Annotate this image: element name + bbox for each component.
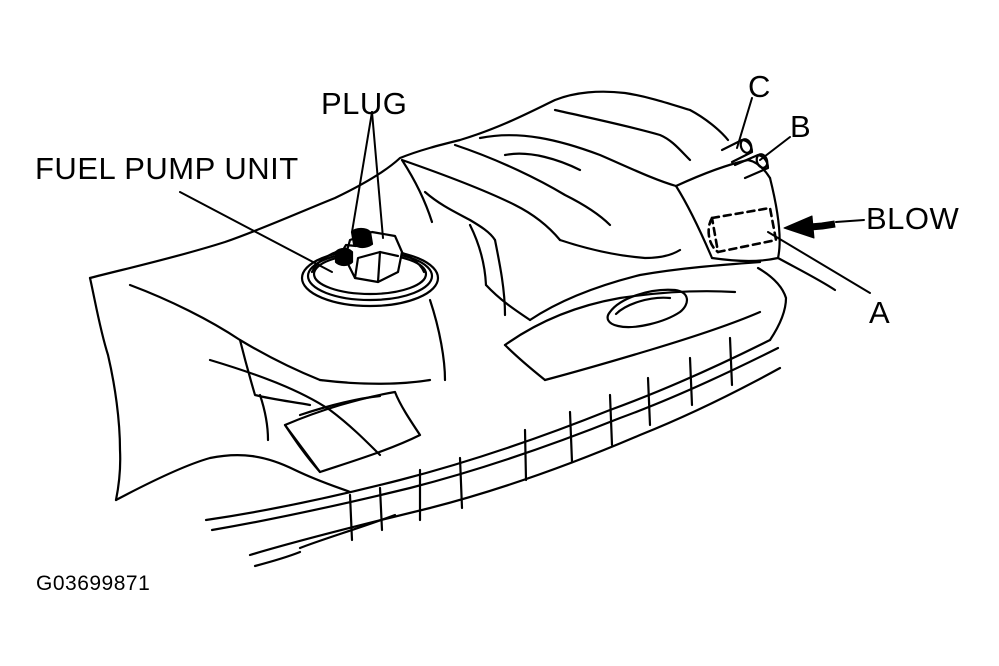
b-leader (759, 136, 791, 161)
plug-leader-1 (351, 111, 373, 233)
tank-body (88, 90, 837, 568)
tank-top-contours (128, 108, 762, 457)
plug-label: PLUG (321, 86, 408, 121)
a-leader (767, 231, 871, 294)
fuel-pump-unit-drawing (300, 227, 440, 308)
blow-arrow (783, 215, 865, 239)
c-leader (736, 97, 753, 149)
tank-recess-panel (283, 390, 422, 474)
figure-code: G03699871 (36, 572, 151, 595)
vent-a-label: A (869, 295, 891, 330)
fuel-pump-unit-leader (179, 191, 333, 273)
pipe-b-label: B (790, 109, 812, 144)
pipe-c-label: C (748, 69, 771, 104)
blow-label: BLOW (866, 201, 960, 236)
fuel-pump-unit-label: FUEL PUMP UNIT (35, 151, 299, 186)
pipes-and-vent (707, 138, 778, 254)
plug-leader-2 (371, 111, 384, 239)
leader-lines (179, 97, 871, 294)
